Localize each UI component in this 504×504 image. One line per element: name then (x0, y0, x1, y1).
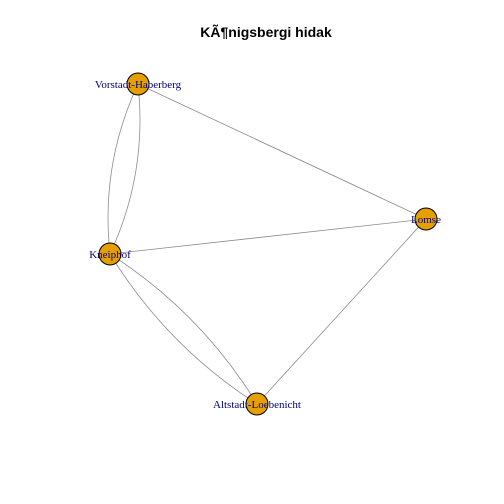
plot-title: KÃ¶nigsbergi hidak (200, 23, 332, 40)
node-label-vorstadt: Vorstadt-Haberberg (95, 79, 182, 91)
edge-kneiphof-lomse (109, 218, 427, 255)
node-kneiphof (98, 242, 122, 266)
edge-layer (107, 83, 427, 405)
node-layer (98, 72, 438, 416)
node-label-kneiphof: Kneiphof (89, 249, 131, 261)
node-label-lomse: Lomse (411, 214, 441, 226)
node-label-altstadt: Altstadt-Loebenicht (213, 399, 301, 411)
edge-vorstadt-kneiphof-2 (107, 83, 139, 255)
label-layer: Vorstadt-HaberbergLomseKneiphofAltstadt-… (89, 79, 441, 411)
edge-altstadt-lomse (256, 218, 427, 405)
node-altstadt (245, 392, 269, 416)
edge-vorstadt-kneiphof-1 (109, 83, 141, 255)
edge-kneiphof-altstadt-1 (109, 253, 258, 405)
node-lomse (414, 207, 438, 231)
edge-vorstadt-lomse (137, 83, 427, 220)
node-vorstadt (126, 72, 150, 96)
edge-kneiphof-altstadt-2 (109, 253, 258, 405)
